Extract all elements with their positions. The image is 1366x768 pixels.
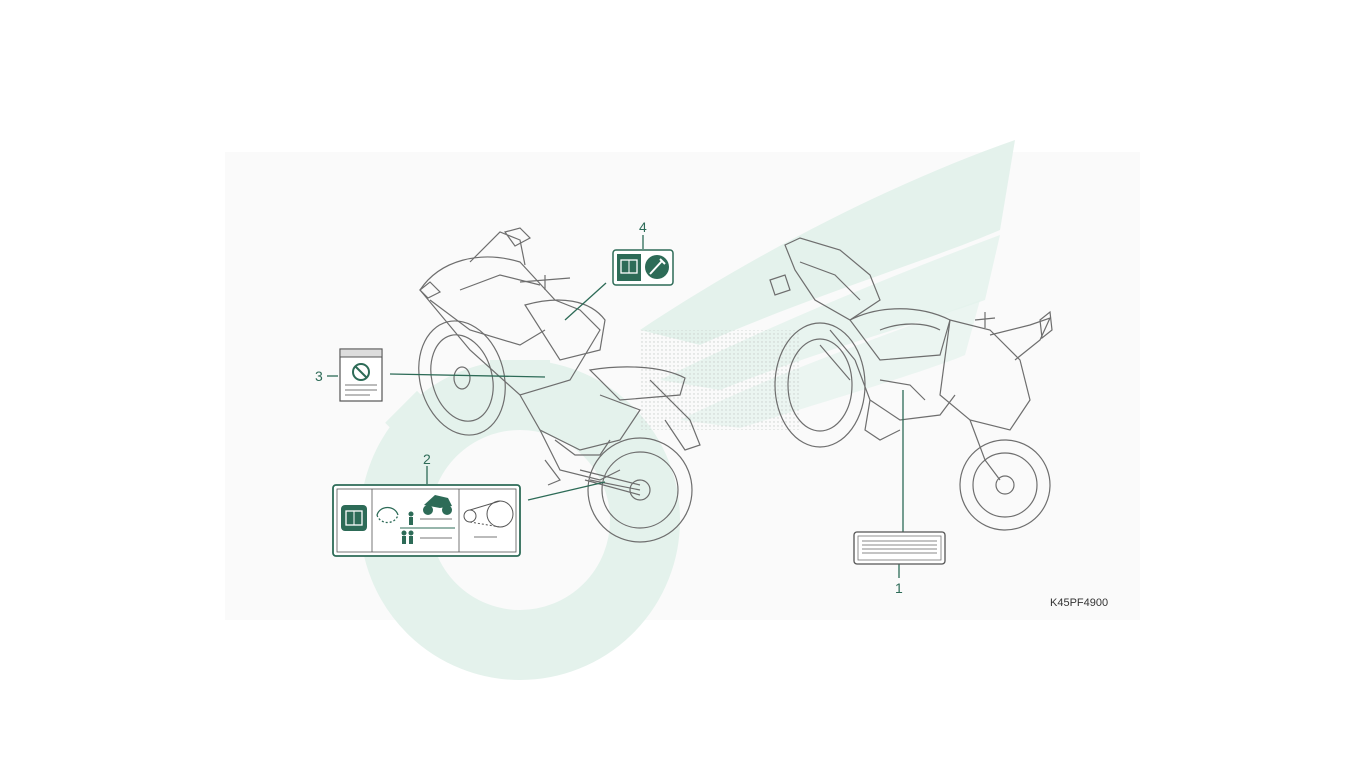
label-part-3 [339,348,383,402]
motorcycle-left-view [418,227,701,543]
leader-lines [327,235,904,578]
label-part-1 [853,531,946,565]
label-part-2 [332,484,521,557]
callout-1[interactable]: 1 [895,580,903,596]
book-icon [620,259,638,274]
callout-3[interactable]: 3 [315,368,323,384]
watermark-dots [640,330,800,430]
label-part-4 [612,249,674,286]
motorcycle-icon [423,495,452,515]
figure-code: K45PF4900 [1050,597,1109,609]
chain-icon [463,500,514,528]
motorcycle-right-view [769,237,1053,531]
callout-2[interactable]: 2 [423,451,431,467]
no-entry-icon [352,363,370,381]
leader-line-3 [389,373,546,378]
leader-line-2 [527,481,606,501]
callout-4[interactable]: 4 [639,219,647,235]
book-icon [345,510,363,526]
person-icon [401,511,414,544]
leader-line-4 [564,282,607,321]
